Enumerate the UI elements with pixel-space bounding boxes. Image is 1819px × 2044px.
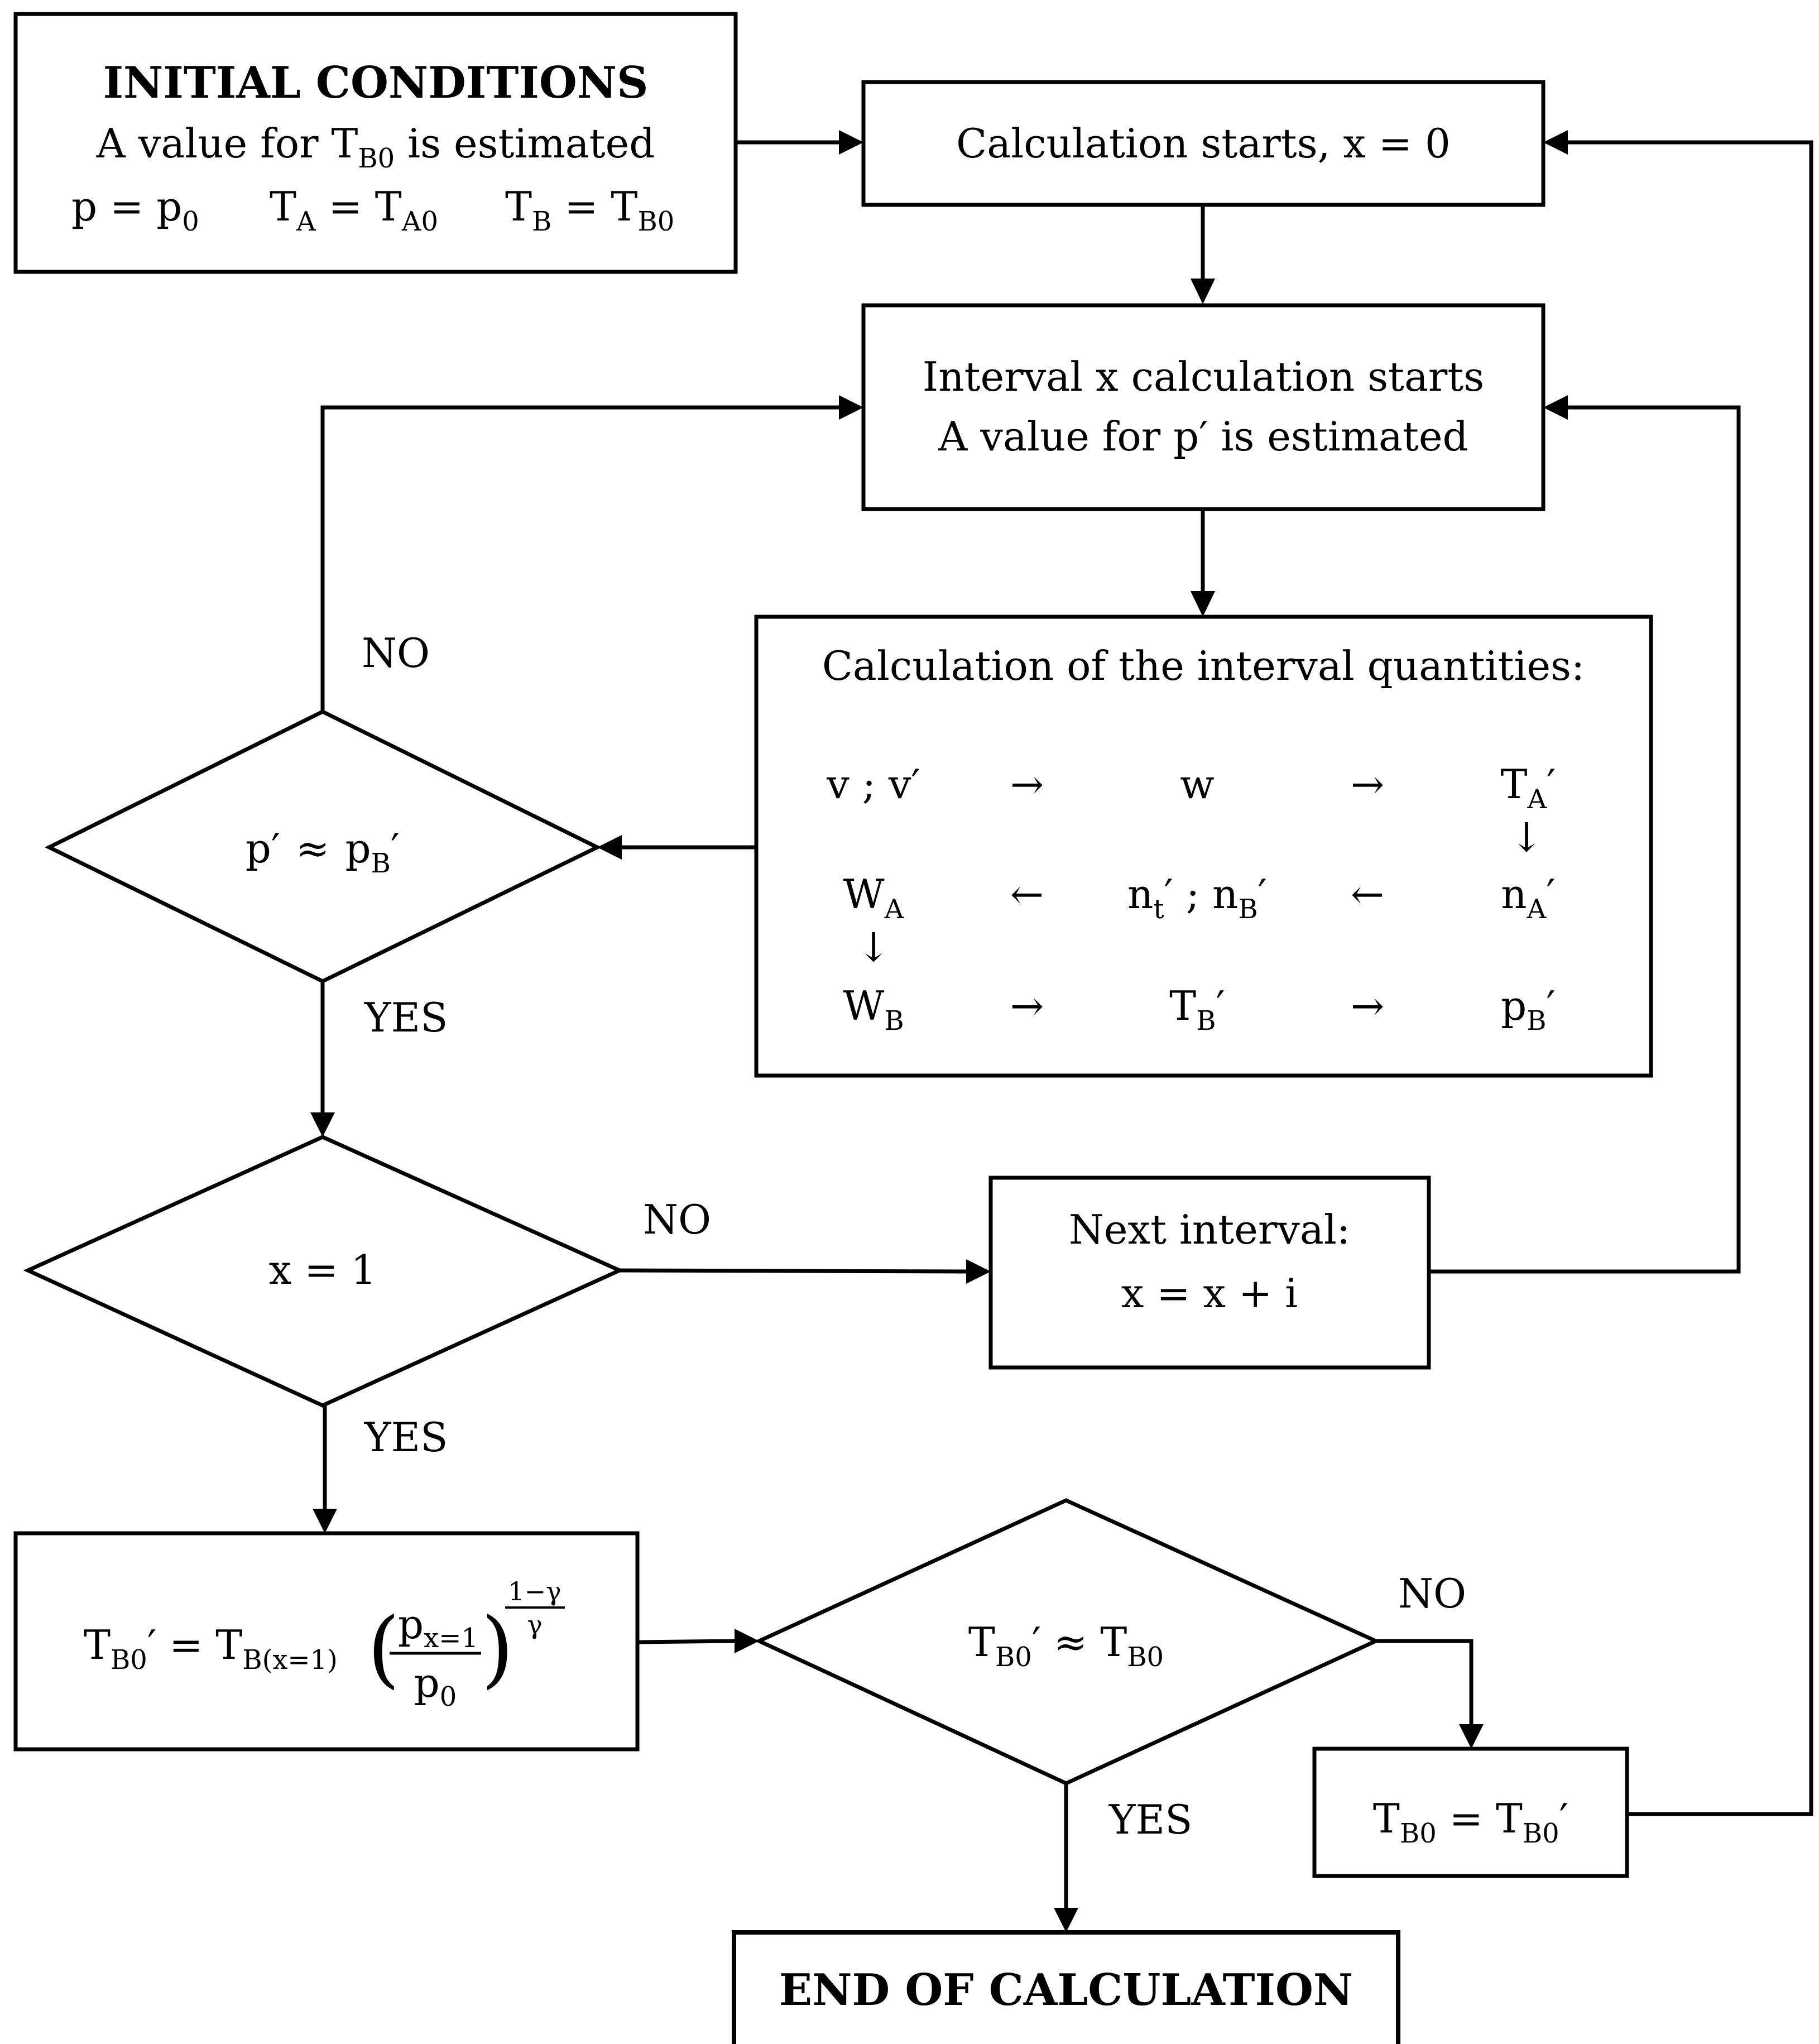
arrowhead [1191, 591, 1215, 617]
formula-box: TB0′ = TB(x=1) ( px=1 p0 ) 1−γ γ [13, 1531, 640, 1752]
formula-exponent-denominator: γ [527, 1610, 543, 1640]
formula-paren-open: ( [367, 1600, 400, 1697]
label-yes-decision-x: YES [364, 1414, 448, 1461]
arrowhead [313, 1509, 337, 1533]
formula-exponent-numerator: 1−γ [508, 1576, 561, 1606]
quantities-title: Calculation of the interval quantities: [822, 642, 1585, 689]
connector-update-tb0-loop [1567, 140, 1813, 1816]
arrowhead [735, 1629, 759, 1653]
end-of-calculation-box: END OF CALCULATION [732, 1930, 1400, 2044]
interval-start-line1: Interval x calculation starts [923, 353, 1484, 400]
arrow-right: → [1351, 761, 1384, 808]
arrowhead [1054, 1908, 1078, 1932]
update-tb0-text: TB0 = TB0′ [1373, 1795, 1568, 1849]
next-interval-line1: Next interval: [1069, 1206, 1350, 1253]
connector-decision-tb0-no [1376, 1639, 1474, 1725]
connector-next-interval-loop [1429, 405, 1741, 1274]
calculation-starts-box: Calculation starts, x = 0 [861, 80, 1546, 207]
arrow-right: → [1010, 761, 1044, 808]
label-no-decision-p: NO [362, 630, 430, 676]
arrow-left: ← [1351, 871, 1384, 918]
initial-conditions-title: INITIAL CONDITIONS [103, 57, 649, 108]
connector-formula-to-decision-tb0 [637, 1639, 736, 1644]
decision-p-text: p′≈pB′ [246, 825, 400, 879]
initial-conditions-box: INITIAL CONDITIONS A value for TB0 is es… [13, 12, 738, 274]
arrow-down: ↓ [1510, 814, 1543, 861]
arrowhead [1543, 130, 1568, 155]
arrowhead [597, 835, 622, 860]
interval-start-line2: A value for p′ is estimated [938, 413, 1468, 460]
arrowhead [310, 1112, 335, 1137]
quantity-na-prime: nA′ [1501, 871, 1555, 925]
arrowhead [1459, 1724, 1484, 1749]
initial-conditions-tb: TB = TB0 [505, 183, 674, 237]
calculation-starts-text: Calculation starts, x = 0 [956, 120, 1451, 167]
next-interval-line2: x = x + i [1121, 1270, 1298, 1317]
decision-p-prime-approx: p′≈pB′ [45, 709, 602, 983]
decision-tb0-text: TB0′ ≈ TB0 [968, 1619, 1164, 1673]
decision-tb0-approx: TB0′ ≈ TB0 [754, 1498, 1381, 1786]
quantity-wa: WA [843, 871, 905, 925]
initial-conditions-p: p = p0 [71, 183, 199, 237]
interval-quantities-box: Calculation of the interval quantities: … [754, 615, 1653, 1078]
label-no-decision-x: NO [643, 1196, 711, 1243]
quantity-nt-nb: nt′ ; nB′ [1127, 871, 1267, 925]
formula-lhs: TB0′ = TB(x=1) [84, 1621, 338, 1676]
initial-conditions-ta: TA = TA0 [270, 183, 438, 237]
end-of-calculation-text: END OF CALCULATION [779, 1965, 1353, 2016]
arrow-down: ↓ [857, 924, 890, 971]
quantity-v: v ; v′ [826, 761, 920, 808]
initial-conditions-estimate: A value for TB0 is estimated [96, 120, 655, 174]
quantity-pb-prime: pB′ [1501, 982, 1556, 1037]
quantity-w: w [1180, 761, 1215, 808]
quantity-wb: WB [843, 982, 904, 1037]
decision-x-equals-1: x = 1 [23, 1135, 625, 1408]
arrow-right: → [1351, 982, 1384, 1029]
connector-decision-p-no-loop [320, 405, 840, 712]
arrow-right: → [1010, 982, 1044, 1029]
arrowhead [1543, 395, 1568, 420]
connector-decision-x-no [619, 1268, 968, 1274]
interval-start-box: Interval x calculation starts A value fo… [861, 303, 1546, 511]
formula-denominator: p0 [414, 1659, 457, 1712]
arrowhead [1191, 279, 1215, 304]
decision-x-text: x = 1 [269, 1246, 377, 1293]
label-no-decision-tb0: NO [1398, 1570, 1466, 1617]
arrow-left: ← [1010, 871, 1044, 918]
update-tb0-box: TB0 = TB0′ [1312, 1746, 1629, 1878]
quantity-ta-prime: TA′ [1500, 761, 1556, 815]
label-yes-decision-tb0: YES [1108, 1796, 1192, 1843]
label-yes-decision-p: YES [364, 994, 448, 1041]
arrowhead [839, 130, 863, 155]
arrowhead [966, 1259, 991, 1284]
quantity-tb-prime: TB′ [1169, 982, 1225, 1037]
arrowhead [839, 395, 863, 420]
next-interval-box: Next interval: x = x + i [988, 1175, 1431, 1370]
formula-numerator: px=1 [398, 1601, 478, 1654]
formula-paren-close: ) [481, 1600, 514, 1697]
